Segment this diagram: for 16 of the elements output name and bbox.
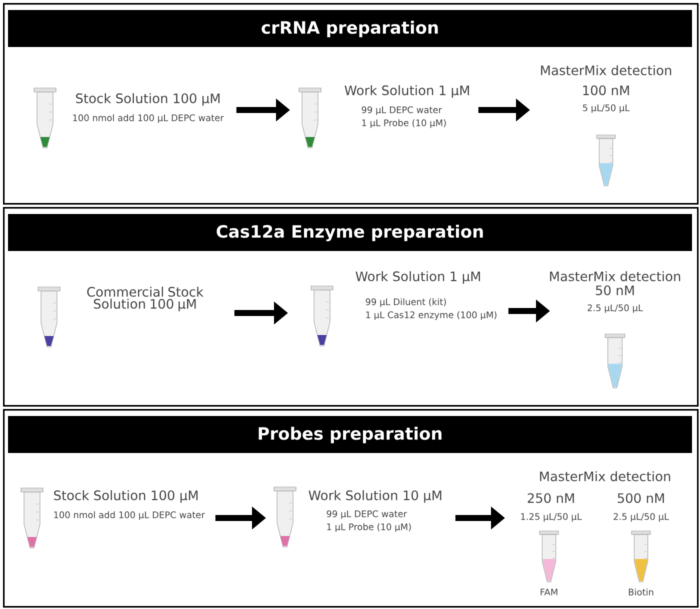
- step-label: Work Solution 10 µM 99 µL DEPC water 1 µL Probe (10 µM): [308, 490, 442, 532]
- step-label: MasterMix detection 50 nM 2.5 µL/50 µL: [550, 271, 680, 313]
- title-banner: Cas12a Enzyme preparation: [8, 214, 692, 251]
- step-label: Stock Solution 100 µM 100 nmol add 100 µL DEPC water: [54, 490, 205, 520]
- step-label: 500 nM 2.5 µL/50 µL: [614, 493, 669, 522]
- step-label: Commercial Stock Solution 100 µM: [87, 286, 204, 312]
- step-label: MasterMix detection 100 nM 5 µL/50 µL: [541, 65, 672, 113]
- step-label: MasterMix detection: [540, 471, 670, 482]
- title-banner: crRNA preparation: [8, 10, 692, 47]
- step-label: Work Solution 1 µM 99 µL Diluent (kit) 1 µL Cas12 enzyme (100 µM): [356, 271, 496, 320]
- step-label: Stock Solution 100 µM 100 nmol add 100 µL DEPC water: [73, 93, 224, 123]
- title-banner: Probes preparation: [8, 416, 692, 453]
- tube-label: Biotin: [628, 588, 654, 596]
- step-label: Work Solution 1 µM 99 µL DEPC water 1 µL Probe (10 µM): [344, 85, 469, 128]
- tube-label: FAM: [540, 588, 558, 596]
- step-label: 250 nM 1.25 µL/50 µL: [521, 493, 582, 522]
